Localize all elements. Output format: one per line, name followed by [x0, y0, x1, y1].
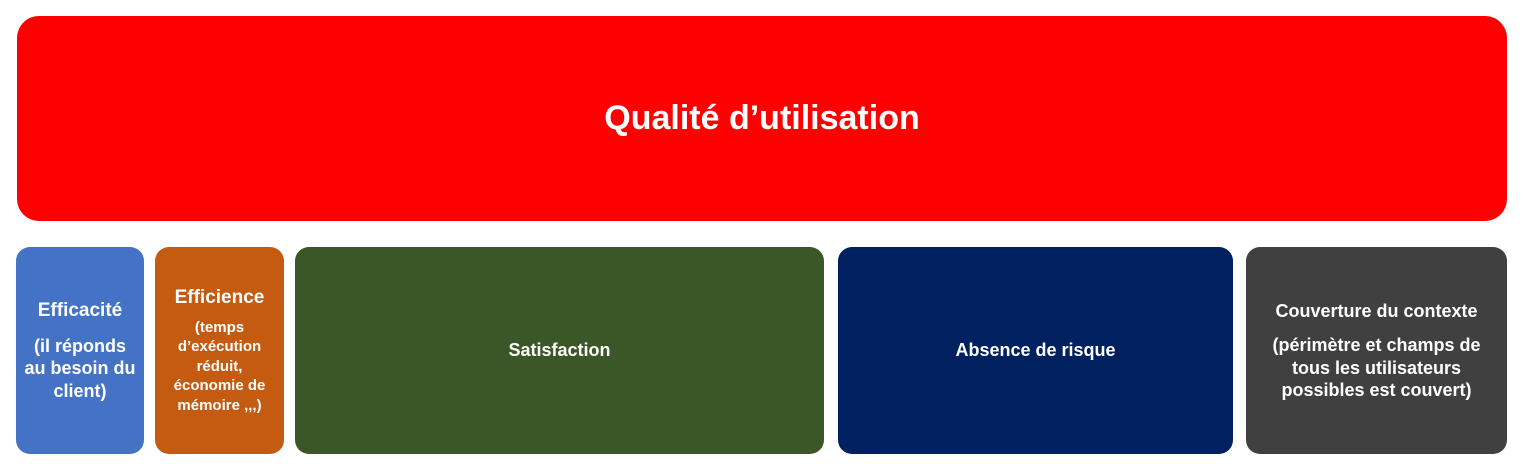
satisfaction-box: Satisfaction — [295, 247, 824, 454]
top-quality-label: Qualité d’utilisation — [604, 99, 920, 137]
efficience-title: Efficience — [174, 286, 265, 308]
efficience-desc: (temps d’exécution réduit, économie de m… — [173, 318, 266, 414]
couverture-contexte-title: Couverture du contexte — [1275, 300, 1478, 321]
absence-risque-box: Absence de risque — [838, 247, 1233, 454]
efficacite-box: Efficacité (il réponds au besoin du clie… — [16, 247, 144, 454]
efficacite-desc: (il réponds au besoin du client) — [24, 335, 136, 401]
couverture-contexte-box: Couverture du contexte (périmètre et cha… — [1246, 247, 1507, 454]
efficacite-title: Efficacité — [37, 299, 123, 321]
absence-risque-title: Absence de risque — [955, 340, 1116, 361]
efficience-box: Efficience (temps d’exécution réduit, éc… — [155, 247, 284, 454]
satisfaction-title: Satisfaction — [508, 340, 611, 361]
couverture-contexte-desc: (périmètre et champs de tous les utilisa… — [1272, 335, 1481, 400]
top-quality-box: Qualité d’utilisation — [17, 16, 1507, 221]
